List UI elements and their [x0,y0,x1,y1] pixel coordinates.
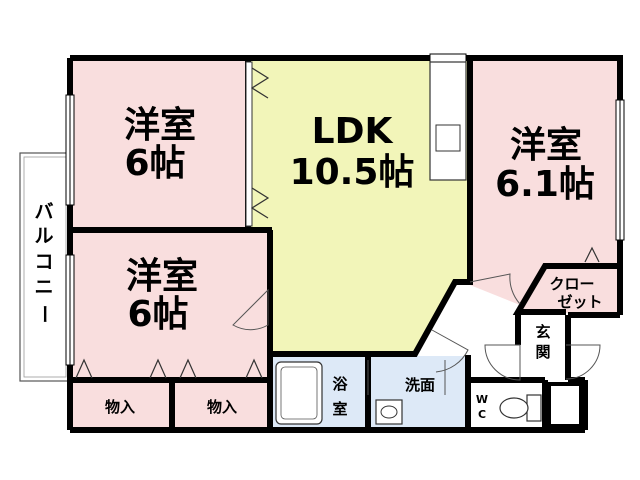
sliding-doors [245,61,270,227]
wc-label-1: W [476,393,488,406]
closet-label-1: クロー [549,275,594,293]
room-size-western-top-left: 6帖 [124,143,185,184]
toilet [499,394,542,422]
room-label-western-right: 洋室 [510,125,582,166]
bath-label-1: 浴 [332,375,348,393]
room-size-western-right: 6.1帖 [495,164,595,205]
room-size-western-bottom-left: 6帖 [127,294,188,335]
wc-label-2: C [478,408,486,421]
room-ldk [248,58,470,355]
bath-label-2: 室 [332,400,347,418]
room-western-right [470,58,620,305]
balcony: バ ル コ ニ ー [19,152,71,382]
washroom-label: 洗面 [405,376,435,394]
entrance-label-2: 関 [535,343,550,361]
storage-label-1: 物入 [105,398,135,416]
windows [65,53,625,366]
room-storage-2 [174,382,270,430]
storage-label-2: 物入 [207,398,237,416]
room-entrance [518,318,566,376]
room-storage-1 [70,382,172,430]
shoe-box [547,382,583,428]
room-label-western-top-left: 洋室 [124,105,196,146]
balcony-char-4: ニ [34,276,53,298]
balcony-char-5: ー [33,304,55,323]
entrance-label-1: 玄 [535,323,550,341]
closet-label-2: ゼット [557,293,602,311]
room-label-ldk: LDK [312,111,394,152]
balcony-char-3: コ [34,251,53,273]
room-western-bottom-left [70,230,270,380]
walls [67,55,623,433]
balcony-char-2: ル [34,225,53,247]
kitchen-counter [429,61,467,181]
room-label-western-bottom-left: 洋室 [126,256,198,297]
room-closet [520,268,618,313]
room-western-top-left [70,58,248,230]
door-swings [232,273,601,395]
bathtub [275,361,323,425]
room-size-ldk: 10.5帖 [290,152,415,193]
balcony-char-1: バ [34,201,53,223]
storage-doors [75,246,600,379]
washbasin [375,399,403,425]
